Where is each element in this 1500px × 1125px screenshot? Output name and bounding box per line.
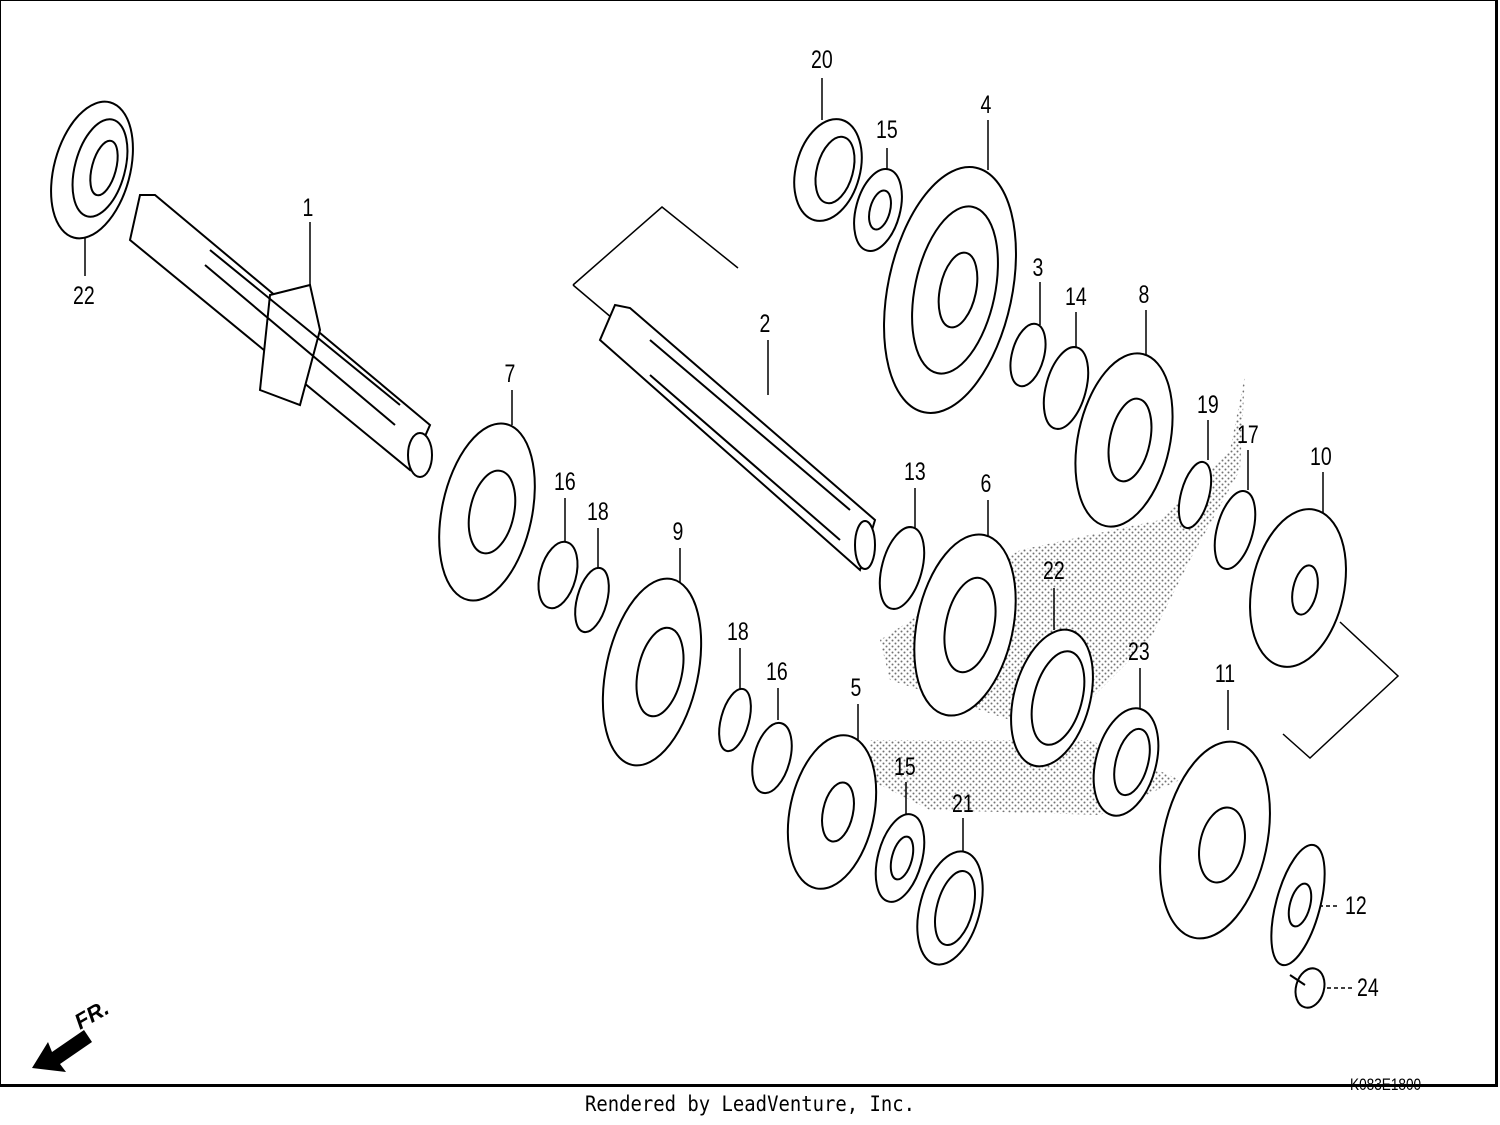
washer-14 xyxy=(1042,346,1090,430)
callout-2: 2 xyxy=(759,310,771,338)
washer-16-bottom xyxy=(751,721,793,795)
callout-4: 4 xyxy=(980,91,992,119)
oil-seal-23 xyxy=(1092,707,1160,817)
callout-22-middle: 22 xyxy=(1043,557,1065,585)
clip-18-top xyxy=(574,566,610,634)
callout-8: 8 xyxy=(1138,281,1150,309)
callout-15-bottom: 15 xyxy=(894,753,916,781)
gear-10 xyxy=(1249,508,1347,668)
callout-9: 9 xyxy=(672,518,684,546)
direction-label: FR. xyxy=(70,995,113,1034)
gear-6 xyxy=(913,533,1017,717)
callout-7: 7 xyxy=(504,360,516,388)
callout-23: 23 xyxy=(1128,638,1150,666)
gear-8 xyxy=(1074,352,1174,528)
washer-17 xyxy=(1213,490,1257,570)
drawing-code: K083E1800 xyxy=(1350,1075,1422,1094)
callout-15-top: 15 xyxy=(876,116,898,144)
callout-24: 24 xyxy=(1357,974,1379,1002)
callout-11: 11 xyxy=(1214,660,1236,688)
washer-15-top xyxy=(853,168,903,252)
sprocket-11 xyxy=(1159,740,1271,940)
callout-16-top: 16 xyxy=(554,468,576,496)
callout-18-bottom: 18 xyxy=(727,618,749,646)
clip-19 xyxy=(1177,460,1213,530)
gear-5 xyxy=(786,734,878,890)
gear-7 xyxy=(438,422,536,602)
bearing-22-top xyxy=(50,100,134,240)
callout-22-top: 22 xyxy=(73,282,95,310)
callout-20: 20 xyxy=(811,46,833,74)
callout-13: 13 xyxy=(904,458,926,486)
front-direction-arrow-icon: FR. xyxy=(32,995,113,1072)
transmission-exploded-diagram xyxy=(50,78,1400,1009)
bearing-22-middle xyxy=(1010,628,1094,768)
gear-9 xyxy=(601,577,703,767)
callout-19: 19 xyxy=(1197,391,1219,419)
bearing-20 xyxy=(793,118,863,222)
callout-21: 21 xyxy=(952,790,974,818)
counter-shaft-2 xyxy=(598,303,877,572)
washer-16-top xyxy=(537,540,579,610)
bushing-13 xyxy=(878,526,926,610)
callout-14: 14 xyxy=(1065,283,1087,311)
callout-16-bottom: 16 xyxy=(766,658,788,686)
callout-1: 1 xyxy=(302,194,314,222)
callout-12: 12 xyxy=(1345,892,1367,920)
bearing-21 xyxy=(916,850,984,966)
footer-credit: Rendered by LeadVenture, Inc. xyxy=(585,1092,915,1116)
diagram-frame xyxy=(0,0,1498,1087)
callout-10: 10 xyxy=(1310,443,1332,471)
callout-6: 6 xyxy=(980,470,992,498)
washer-15-bottom xyxy=(874,813,926,903)
main-shaft-1 xyxy=(128,194,433,478)
bushing-3 xyxy=(1009,322,1047,388)
callout-5: 5 xyxy=(850,674,862,702)
callout-18-top: 18 xyxy=(587,498,609,526)
clip-18-bottom xyxy=(718,687,752,753)
callout-3: 3 xyxy=(1032,254,1044,282)
fixing-plate-12 xyxy=(1270,843,1326,967)
bolt-24 xyxy=(1289,967,1326,1009)
gear-4 xyxy=(883,166,1017,414)
callout-17: 17 xyxy=(1237,421,1259,449)
